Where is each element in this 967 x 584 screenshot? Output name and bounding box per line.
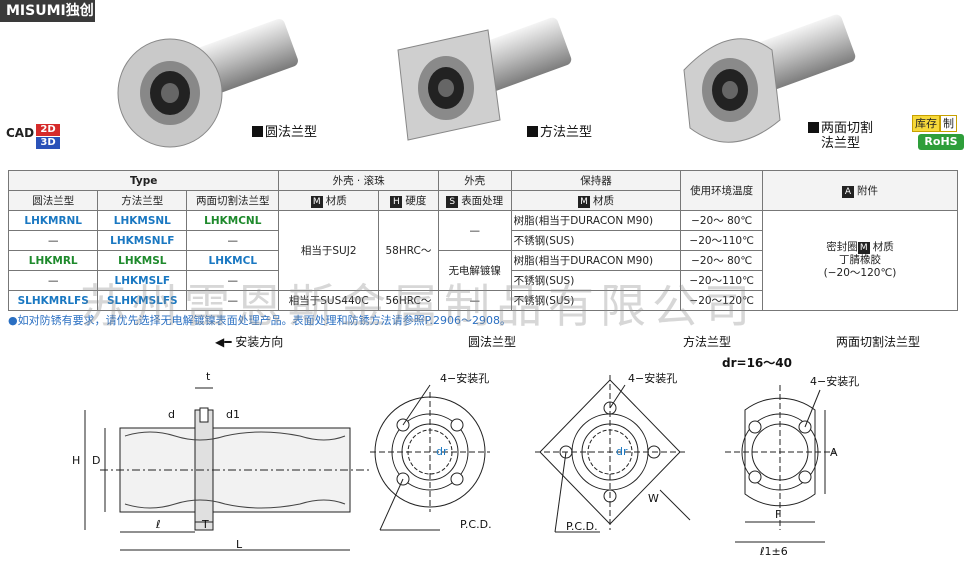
retainer-header: 保持器	[510, 170, 682, 191]
dim-L: L	[236, 538, 243, 551]
cut-flange-caption: 两面切割 法兰型	[808, 121, 873, 151]
shell-header: 外壳	[437, 170, 512, 191]
part-number-link[interactable]: LHKMCNL	[186, 210, 280, 231]
table-row: SLHKMRLFS SLHKMSLFS — 相当于SUS440C 56HRC～ …	[7, 290, 958, 311]
part-number-link[interactable]: LHKMSNL	[97, 210, 188, 231]
part-number-link[interactable]: LHKMRL	[7, 250, 99, 271]
view-square-label: 方法兰型	[683, 335, 732, 349]
dim-T: T	[201, 518, 209, 531]
retainer-value: 树脂(相当于DURACON M90)	[510, 250, 682, 271]
material-value: 相当于SUS440C	[278, 290, 380, 311]
temp-value: −20～ 80℃	[680, 210, 763, 231]
table-row: — LHKMSLF — 不锈钢(SUS) −20～110℃	[7, 270, 958, 291]
dim-W: W	[648, 492, 659, 505]
retainer-value: 不锈钢(SUS)	[510, 290, 682, 311]
temp-header: 使用环境温度	[680, 170, 763, 211]
table-row: LHKMRL LHKMSL LHKMCL 无电解镀镍 树脂(相当于DURACON…	[7, 250, 958, 291]
info-icon: ●	[8, 314, 18, 327]
dim-D: D	[92, 454, 100, 467]
hole-label-round: 4−安装孔	[440, 371, 489, 385]
technical-drawing: t d d1 H D ℓ T L 4−安装孔 P.C.D. dr 4−安装孔 P…	[72, 370, 859, 558]
dr-label-round: dr	[436, 445, 448, 458]
mount-direction-label: ◀━ 安装方向	[215, 335, 284, 349]
watermark: 苏州雷恩斯金属制品有限公司	[80, 279, 756, 333]
dim-A: A	[830, 446, 838, 459]
temp-value: −20～120℃	[680, 290, 763, 311]
dim-l: ℓ	[155, 518, 161, 531]
product-header: MISUMI独创 圆法兰型 方法兰型 两面切割 法兰型	[0, 0, 967, 160]
part-number-link[interactable]: LHKMSNLF	[97, 230, 188, 251]
arrow-left-icon: ◀━	[215, 335, 232, 349]
dim-d: d	[168, 408, 175, 421]
rohs-badge: RoHS	[918, 134, 964, 150]
part-number-cell: —	[186, 230, 280, 251]
temp-value: −20～ 80℃	[680, 250, 763, 271]
type-round-header: 圆法兰型	[7, 190, 99, 211]
pcd-label-square: P.C.D.	[566, 520, 598, 533]
retainer-value: 不锈钢(SUS)	[510, 230, 682, 251]
cad-2d-badge[interactable]: 2D	[36, 124, 60, 136]
hardness-value: 58HRC～	[378, 210, 439, 291]
rust-note: ●如对防锈有要求，请优先选择无电解镀镍表面处理产品。表面处理和防锈方法请参照P.…	[8, 314, 512, 327]
part-number-link[interactable]: SLHKMRLFS	[7, 290, 99, 311]
brand-label: MISUMI独创	[0, 0, 95, 22]
round-flange-caption: 圆法兰型	[252, 121, 317, 140]
shell-ball-header: 外壳 · 滚珠	[278, 170, 439, 191]
dim-t: t	[206, 370, 211, 383]
dim-d1: d1	[226, 408, 240, 421]
table-row: LHKMRNL LHKMSNL LHKMCNL 相当于SUJ2 58HRC～ —…	[7, 210, 958, 311]
retainer-value: 树脂(相当于DURACON M90)	[510, 210, 682, 231]
hole-label-square: 4−安装孔	[628, 371, 677, 385]
part-number-link[interactable]: LHKMRNL	[7, 210, 99, 231]
dim-H: H	[72, 454, 80, 467]
material-value: 相当于SUJ2	[278, 210, 380, 291]
square-flange-product-image	[397, 17, 572, 141]
cut-flange-product-image	[683, 14, 856, 143]
dr-note: dr=16～40	[722, 356, 792, 370]
pcd-label-round: P.C.D.	[460, 518, 492, 531]
cad-3d-badge[interactable]: 3D	[36, 137, 60, 149]
part-number-link[interactable]: SLHKMSLFS	[97, 290, 188, 311]
square-flange-caption: 方法兰型	[527, 121, 592, 140]
part-number-cell: —	[186, 290, 280, 311]
part-number-cell: —	[7, 230, 99, 251]
type-cut-header: 两面切割法兰型	[186, 190, 280, 211]
hole-label-cut: 4−安装孔	[810, 374, 859, 388]
view-round-label: 圆法兰型	[468, 335, 517, 349]
temp-value: −20～110℃	[680, 270, 763, 291]
dim-F: F	[775, 508, 781, 521]
type-header: Type	[7, 170, 280, 191]
surface-value: —	[437, 210, 512, 251]
view-cut-label: 两面切割法兰型	[836, 335, 921, 349]
dr-label-square: dr	[616, 445, 628, 458]
type-square-header: 方法兰型	[97, 190, 188, 211]
round-flange-product-image	[117, 18, 298, 148]
stock-badge: 库存制	[912, 112, 957, 132]
dim-bottom: ℓ1±6	[759, 545, 788, 558]
temp-value: −20～110℃	[680, 230, 763, 251]
part-number-link[interactable]: LHKMCL	[186, 250, 280, 271]
part-number-link[interactable]: LHKMSL	[97, 250, 188, 271]
part-number-link[interactable]: LHKMSLF	[97, 270, 188, 291]
surface-value: 无电解镀镍	[437, 250, 512, 291]
cad-badge[interactable]: CAD 2D 3D	[6, 124, 60, 149]
hardness-value: 56HRC～	[378, 290, 439, 311]
